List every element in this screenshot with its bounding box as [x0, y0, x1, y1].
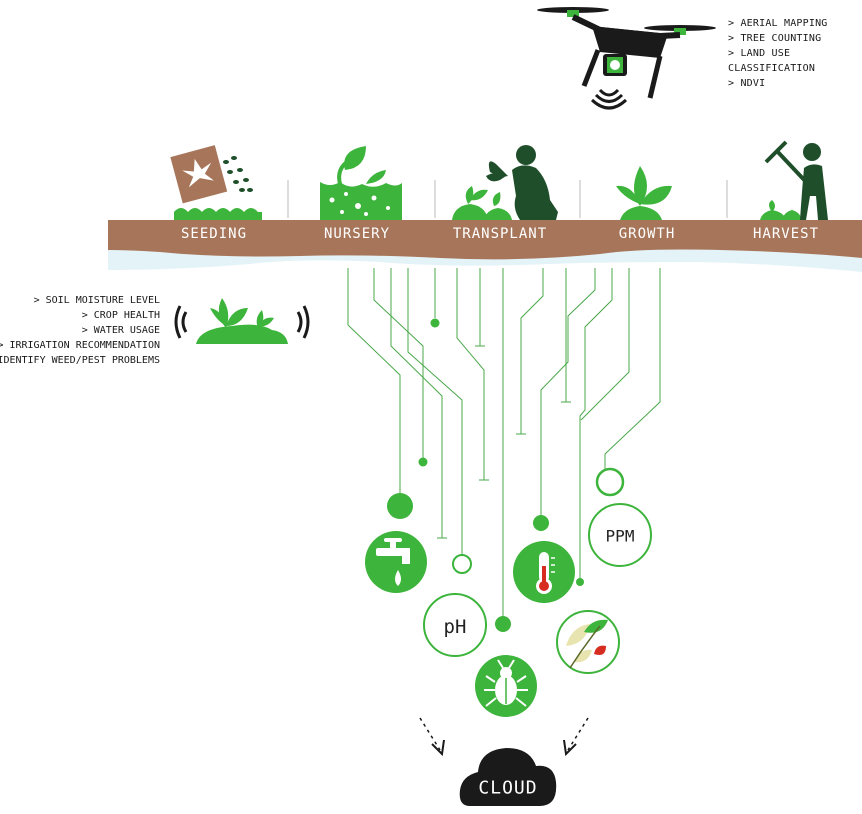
- drone-feature-item: > AERIAL MAPPING: [728, 18, 828, 29]
- cloud-label: CLOUD: [478, 777, 538, 799]
- sensor-feature-list: > SOIL MOISTURE LEVEL > CROP HEALTH > WA…: [0, 293, 160, 368]
- ppm-label: PPM: [605, 526, 635, 546]
- leaf-health-icon: [556, 610, 620, 674]
- ppm-bubble: [588, 503, 652, 567]
- circuit-terminals: [437, 345, 571, 539]
- sensor-feature-item: > IDENTIFY WEED/PEST PROBLEMS: [0, 355, 160, 366]
- sensor-feature-item: > WATER USAGE: [81, 325, 160, 336]
- bug-icon: [475, 655, 537, 717]
- ph-label: pH: [443, 616, 467, 638]
- drone-icon: [537, 7, 716, 110]
- harvest-icon: [760, 140, 828, 220]
- ph-bubble: [423, 593, 487, 657]
- seed-bag-icon: [170, 145, 262, 220]
- drone-feature-item: > TREE COUNTING: [728, 33, 822, 44]
- sensor-feature-item: > IRRIGATION RECOMMENDATION: [0, 340, 160, 351]
- cloud-icon: [459, 748, 557, 806]
- thermometer-icon: [513, 541, 575, 603]
- sensor-feature-item: > CROP HEALTH: [81, 310, 160, 321]
- arrow-to-cloud-right: [563, 717, 589, 757]
- circuit-node-ring: [452, 554, 472, 574]
- arrow-to-cloud-left: [419, 717, 445, 757]
- soil-band: [108, 220, 862, 260]
- nursery-icon: [320, 146, 402, 220]
- stage-label-seeding: SEEDING: [180, 226, 248, 242]
- sensor-feature-item: > SOIL MOISTURE LEVEL: [33, 295, 160, 306]
- drone-feature-list: > AERIAL MAPPING > TREE COUNTING > LAND …: [728, 16, 862, 91]
- stage-label-growth: GROWTH: [618, 226, 676, 242]
- stage-label-transplant: TRANSPLANT: [452, 226, 548, 242]
- growth-icon: [616, 166, 672, 220]
- circuit-nodes: [387, 318, 584, 632]
- stage-label-nursery: NURSERY: [323, 226, 391, 242]
- drone-feature-item: > NDVI: [728, 78, 766, 89]
- transplant-icon: [452, 145, 558, 220]
- stage-dividers: [287, 180, 728, 218]
- water-tap-icon: [365, 531, 427, 593]
- soil-sensor-icon: [174, 298, 310, 344]
- stage-label-harvest: HARVEST: [752, 226, 820, 242]
- drone-feature-item: > LAND USE CLASSIFICATION: [728, 48, 816, 74]
- circuit-node-ring: [595, 467, 625, 497]
- circuit-lines: [347, 268, 661, 618]
